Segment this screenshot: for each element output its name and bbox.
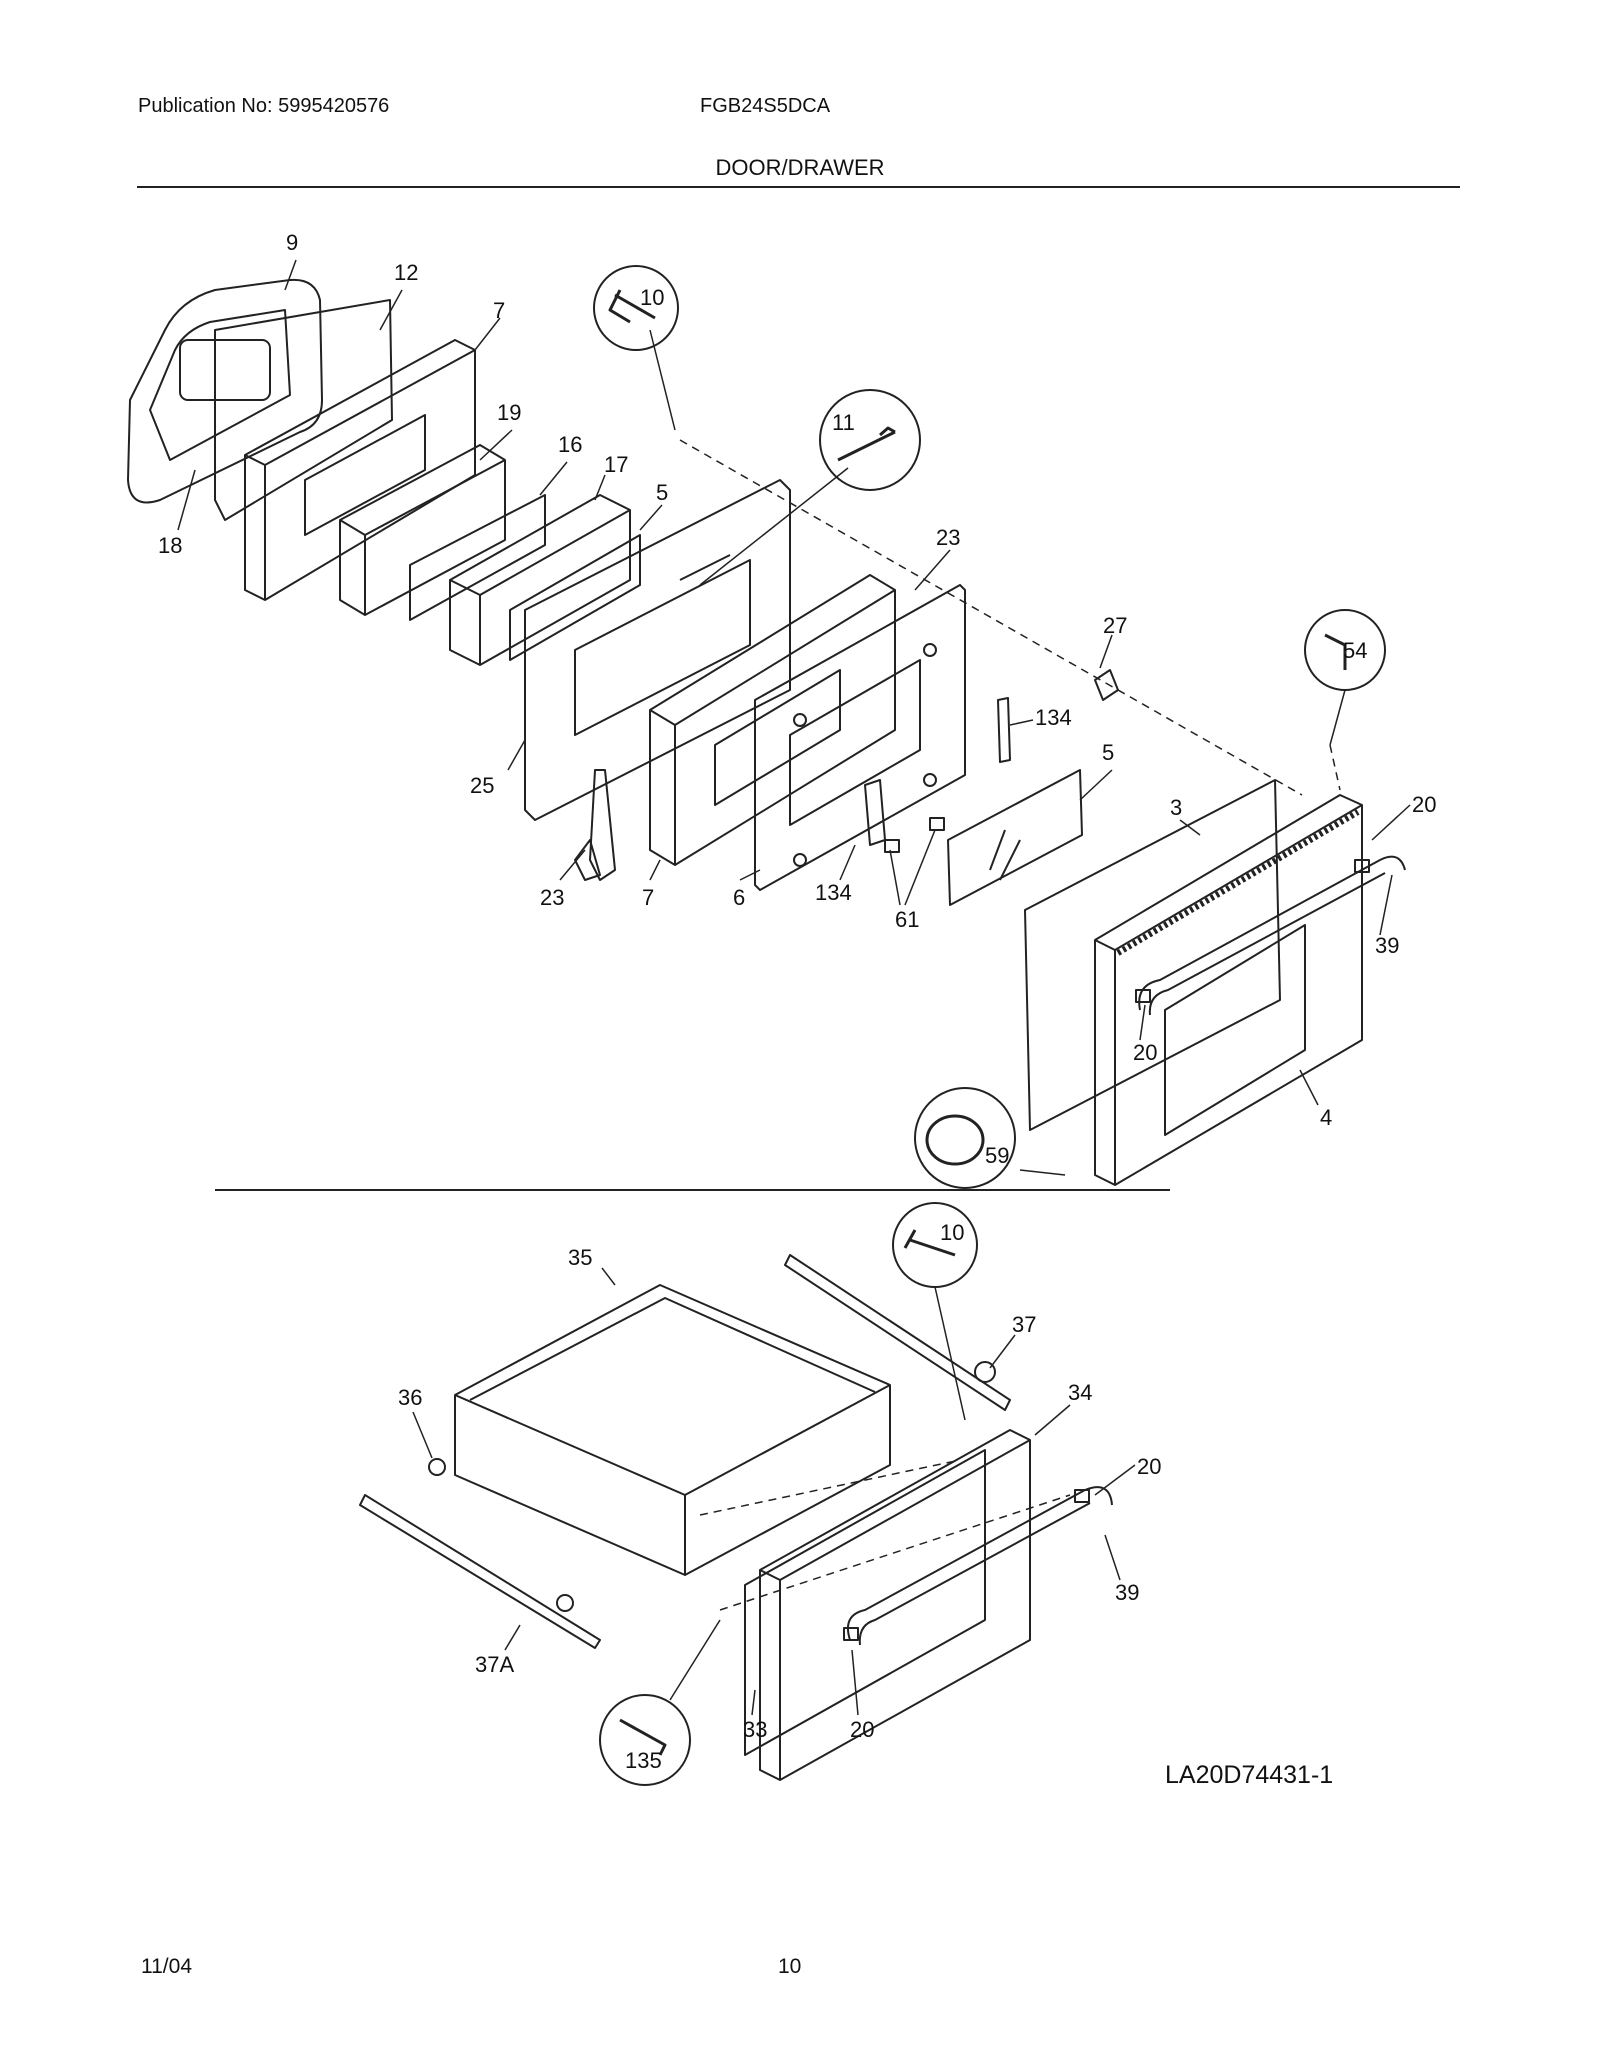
door-glass-panel-part	[1024, 779, 1281, 1131]
drawer-liner-part	[744, 1449, 986, 1756]
callout-11: 11	[832, 410, 855, 435]
callout-54: 54	[1343, 638, 1367, 663]
callout-10-bottom: 10	[940, 1220, 964, 1245]
callout-134-right: 134	[1035, 705, 1072, 730]
callout-20-door-right: 20	[1412, 792, 1436, 817]
inner-glass-part	[509, 534, 641, 661]
door-gasket-part	[214, 299, 393, 521]
section-title: DOOR/DRAWER	[715, 155, 885, 180]
callout-20-door-left: 20	[1133, 1040, 1157, 1065]
drawer-handle-part	[843, 1486, 1113, 1646]
callout-labels: 9 12 7 19 16 17 5 18 10 11 23 27 54 20 1…	[158, 230, 1436, 1789]
footer-date: 11/04	[141, 1955, 192, 1978]
callout-7-bottom: 7	[642, 885, 654, 910]
callout-134-bottom: 134	[815, 880, 852, 905]
callout-5-top: 5	[656, 480, 668, 505]
callout-59: 59	[985, 1143, 1009, 1168]
standoff-part	[1094, 669, 1119, 701]
window-frame-part	[449, 494, 631, 666]
drawer-roller-part	[428, 1458, 446, 1476]
callout-23-bottom: 23	[540, 885, 564, 910]
callout-3: 3	[1170, 795, 1182, 820]
knob-detail-circle	[914, 1087, 1016, 1189]
callout-39-door: 39	[1375, 933, 1399, 958]
callout-9: 9	[286, 230, 298, 255]
callout-39-drawer: 39	[1115, 1580, 1139, 1605]
outer-door-part	[1094, 794, 1363, 1186]
callout-16: 16	[558, 432, 582, 457]
callout-7-top: 7	[493, 298, 505, 323]
footer-page-number: 10	[778, 1955, 802, 1978]
drawer-front-panel-part	[759, 1429, 1031, 1781]
callout-36: 36	[398, 1385, 422, 1410]
callout-12: 12	[394, 260, 418, 285]
drawer-slide-right-part	[784, 1254, 1011, 1411]
screw-detail-circle	[593, 265, 679, 351]
glass-panel-part	[409, 494, 546, 621]
publication-number: Publication No: 5995420576	[138, 95, 390, 117]
callout-37: 37	[1012, 1312, 1036, 1337]
callout-35: 35	[568, 1245, 592, 1270]
callout-25: 25	[470, 773, 494, 798]
callout-20-drawer-right: 20	[1137, 1454, 1161, 1479]
door-liner-part	[127, 278, 323, 504]
callout-4: 4	[1320, 1105, 1332, 1130]
drawer-slide-left-part	[359, 1494, 601, 1649]
callout-10-top: 10	[640, 285, 664, 310]
door-inner-panel-part	[754, 584, 966, 891]
callout-27: 27	[1103, 613, 1127, 638]
door-insulation-part	[649, 574, 896, 866]
callout-5-right: 5	[1102, 740, 1114, 765]
callout-34: 34	[1068, 1380, 1092, 1405]
callout-37A: 37A	[475, 1652, 514, 1677]
inner-door-panel-part	[524, 479, 791, 821]
hinge-receiver-part	[864, 697, 1011, 846]
callout-17: 17	[604, 452, 628, 477]
callout-135: 135	[625, 1748, 662, 1773]
callout-18: 18	[158, 533, 182, 558]
model-number: FGB24S5DCA	[700, 95, 831, 117]
outer-window-glass-part	[947, 769, 1083, 906]
callout-33: 33	[743, 1717, 767, 1742]
hinge-clips-part	[884, 817, 945, 853]
door-handle-part	[1135, 855, 1406, 1016]
callout-61: 61	[895, 907, 919, 932]
callout-19: 19	[497, 400, 521, 425]
header-rule	[137, 186, 1460, 188]
callout-20-drawer-bottom: 20	[850, 1717, 874, 1742]
drawing-code: LA20D74431-1	[1165, 1761, 1333, 1789]
callout-23-top: 23	[936, 525, 960, 550]
clip-detail-circle	[819, 389, 921, 491]
drawer-part	[454, 1284, 891, 1576]
insulation-box-part	[339, 444, 506, 616]
insulation-panel-part	[244, 339, 476, 601]
door-hinge-part	[574, 769, 616, 881]
callout-6: 6	[733, 885, 745, 910]
drawer-knob-detail-circle	[599, 1694, 691, 1786]
